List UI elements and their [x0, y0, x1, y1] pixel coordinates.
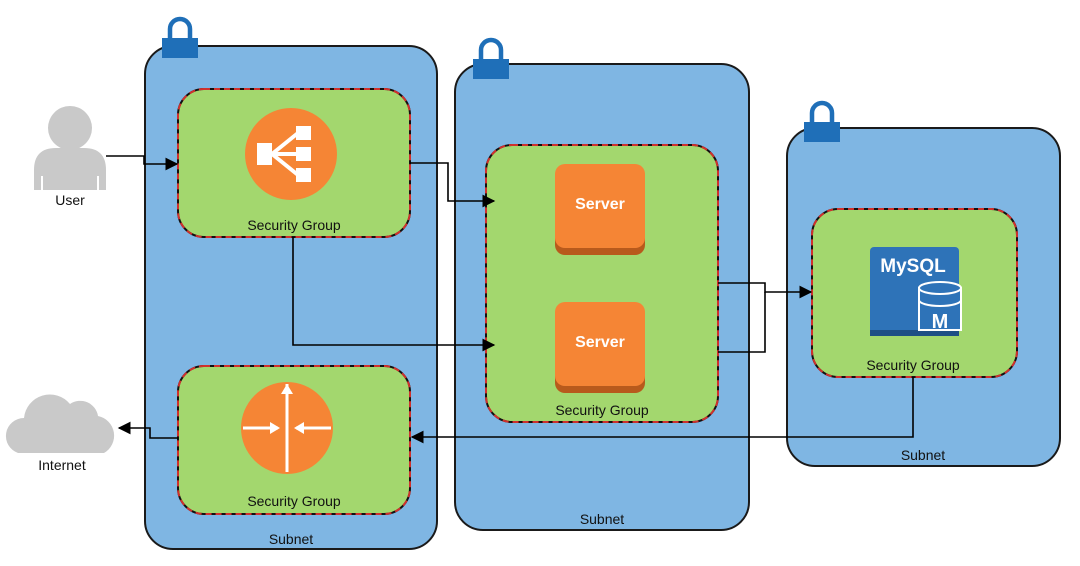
- security-group-servers: Server Server Security Group: [485, 144, 719, 423]
- connector-nat-gateway-to-internet: [117, 421, 178, 439]
- server-node: Server: [555, 302, 645, 393]
- security-group-label: Security Group: [247, 493, 341, 509]
- internet-node: Internet: [5, 394, 115, 473]
- user-node: User: [34, 106, 106, 208]
- mysql-letter: M: [932, 311, 949, 333]
- subnet-middle-label: Subnet: [580, 511, 624, 527]
- security-group-load-balancer: Security Group: [177, 88, 411, 238]
- server-label: Server: [575, 334, 625, 351]
- cloud-icon: [5, 394, 115, 453]
- security-group-label: Security Group: [555, 402, 649, 418]
- lock-icon: [162, 16, 198, 58]
- security-group-database: MySQL M Security Group: [811, 208, 1018, 378]
- lock-icon: [804, 100, 840, 142]
- connector-database-to-nat-gateway: [410, 377, 914, 444]
- internet-label: Internet: [38, 457, 86, 473]
- server-label: Server: [575, 196, 625, 213]
- user-label: User: [55, 192, 85, 208]
- connector-load-balancer-to-server: [410, 162, 496, 208]
- connector-servers-to-database: [718, 282, 813, 299]
- nat-gateway-icon: [241, 382, 333, 474]
- security-group-label: Security Group: [247, 217, 341, 233]
- server-node: Server: [555, 164, 645, 255]
- security-group-label: Security Group: [866, 357, 960, 373]
- user-icon: [34, 106, 106, 190]
- subnet-right-label: Subnet: [901, 447, 945, 463]
- connector-user-to-load-balancer: [106, 155, 179, 171]
- mysql-title: MySQL: [880, 256, 946, 277]
- connector-load-balancer-to-server: [292, 237, 496, 352]
- lock-icon: [473, 37, 509, 79]
- connectors: [106, 155, 914, 444]
- subnet-left-label: Subnet: [269, 531, 313, 547]
- security-group-nat-gateway: Security Group: [177, 365, 411, 515]
- mysql-database-icon: MySQL M: [870, 247, 962, 336]
- load-balancer-icon: [245, 108, 337, 200]
- connector-servers-to-database: [718, 292, 766, 353]
